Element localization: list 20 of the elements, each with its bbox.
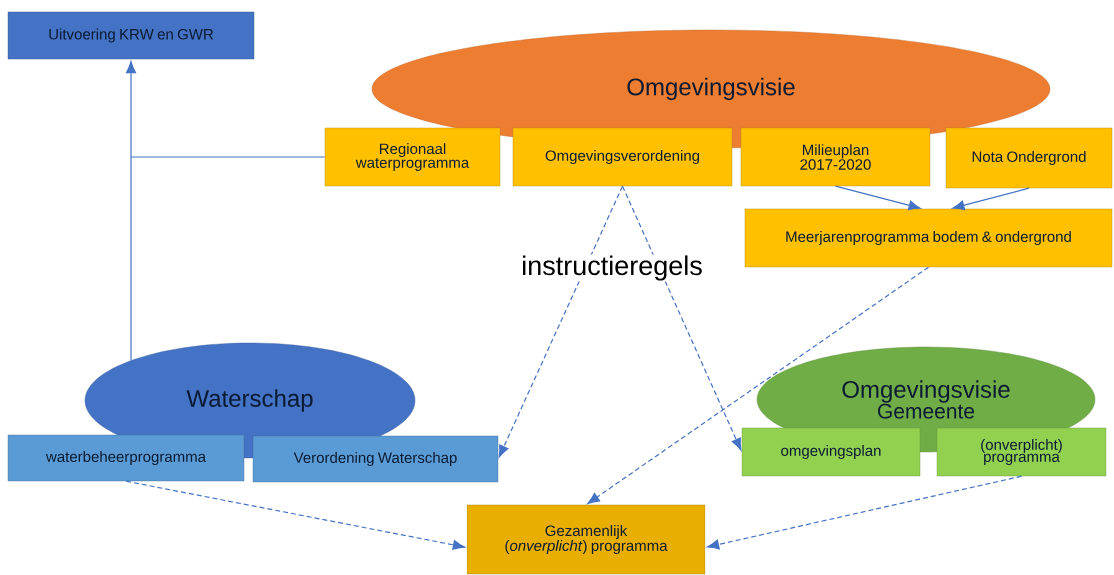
label-text: instructieregels xyxy=(520,254,704,282)
process-box: omgevingsplan xyxy=(741,427,921,477)
arrow xyxy=(621,185,742,451)
arrow xyxy=(126,60,137,362)
process-box: Nota Ondergrond xyxy=(945,127,1113,189)
process-box: Verordening Waterschap xyxy=(252,435,499,483)
arrow xyxy=(587,266,930,505)
process-box: Omgevingsverordening xyxy=(512,127,733,187)
arrow xyxy=(498,185,624,458)
arrow xyxy=(706,475,1023,550)
arrow xyxy=(952,187,1030,211)
process-box: Meerjarenprogramma bodem & ondergrond xyxy=(744,208,1113,268)
process-box: (onverplicht) programma xyxy=(936,427,1107,477)
process-box: Milieuplan 2017-2020 xyxy=(740,127,931,187)
process-box: Regionaal waterprogramma xyxy=(324,127,501,187)
process-box: Gezamenlijk (onverplicht) programma xyxy=(466,504,706,575)
process-box: Uitvoering KRW en GWR xyxy=(7,11,255,60)
arrow xyxy=(834,185,921,211)
arrow xyxy=(125,480,466,550)
process-box: waterbeheerprogramma xyxy=(7,434,245,482)
